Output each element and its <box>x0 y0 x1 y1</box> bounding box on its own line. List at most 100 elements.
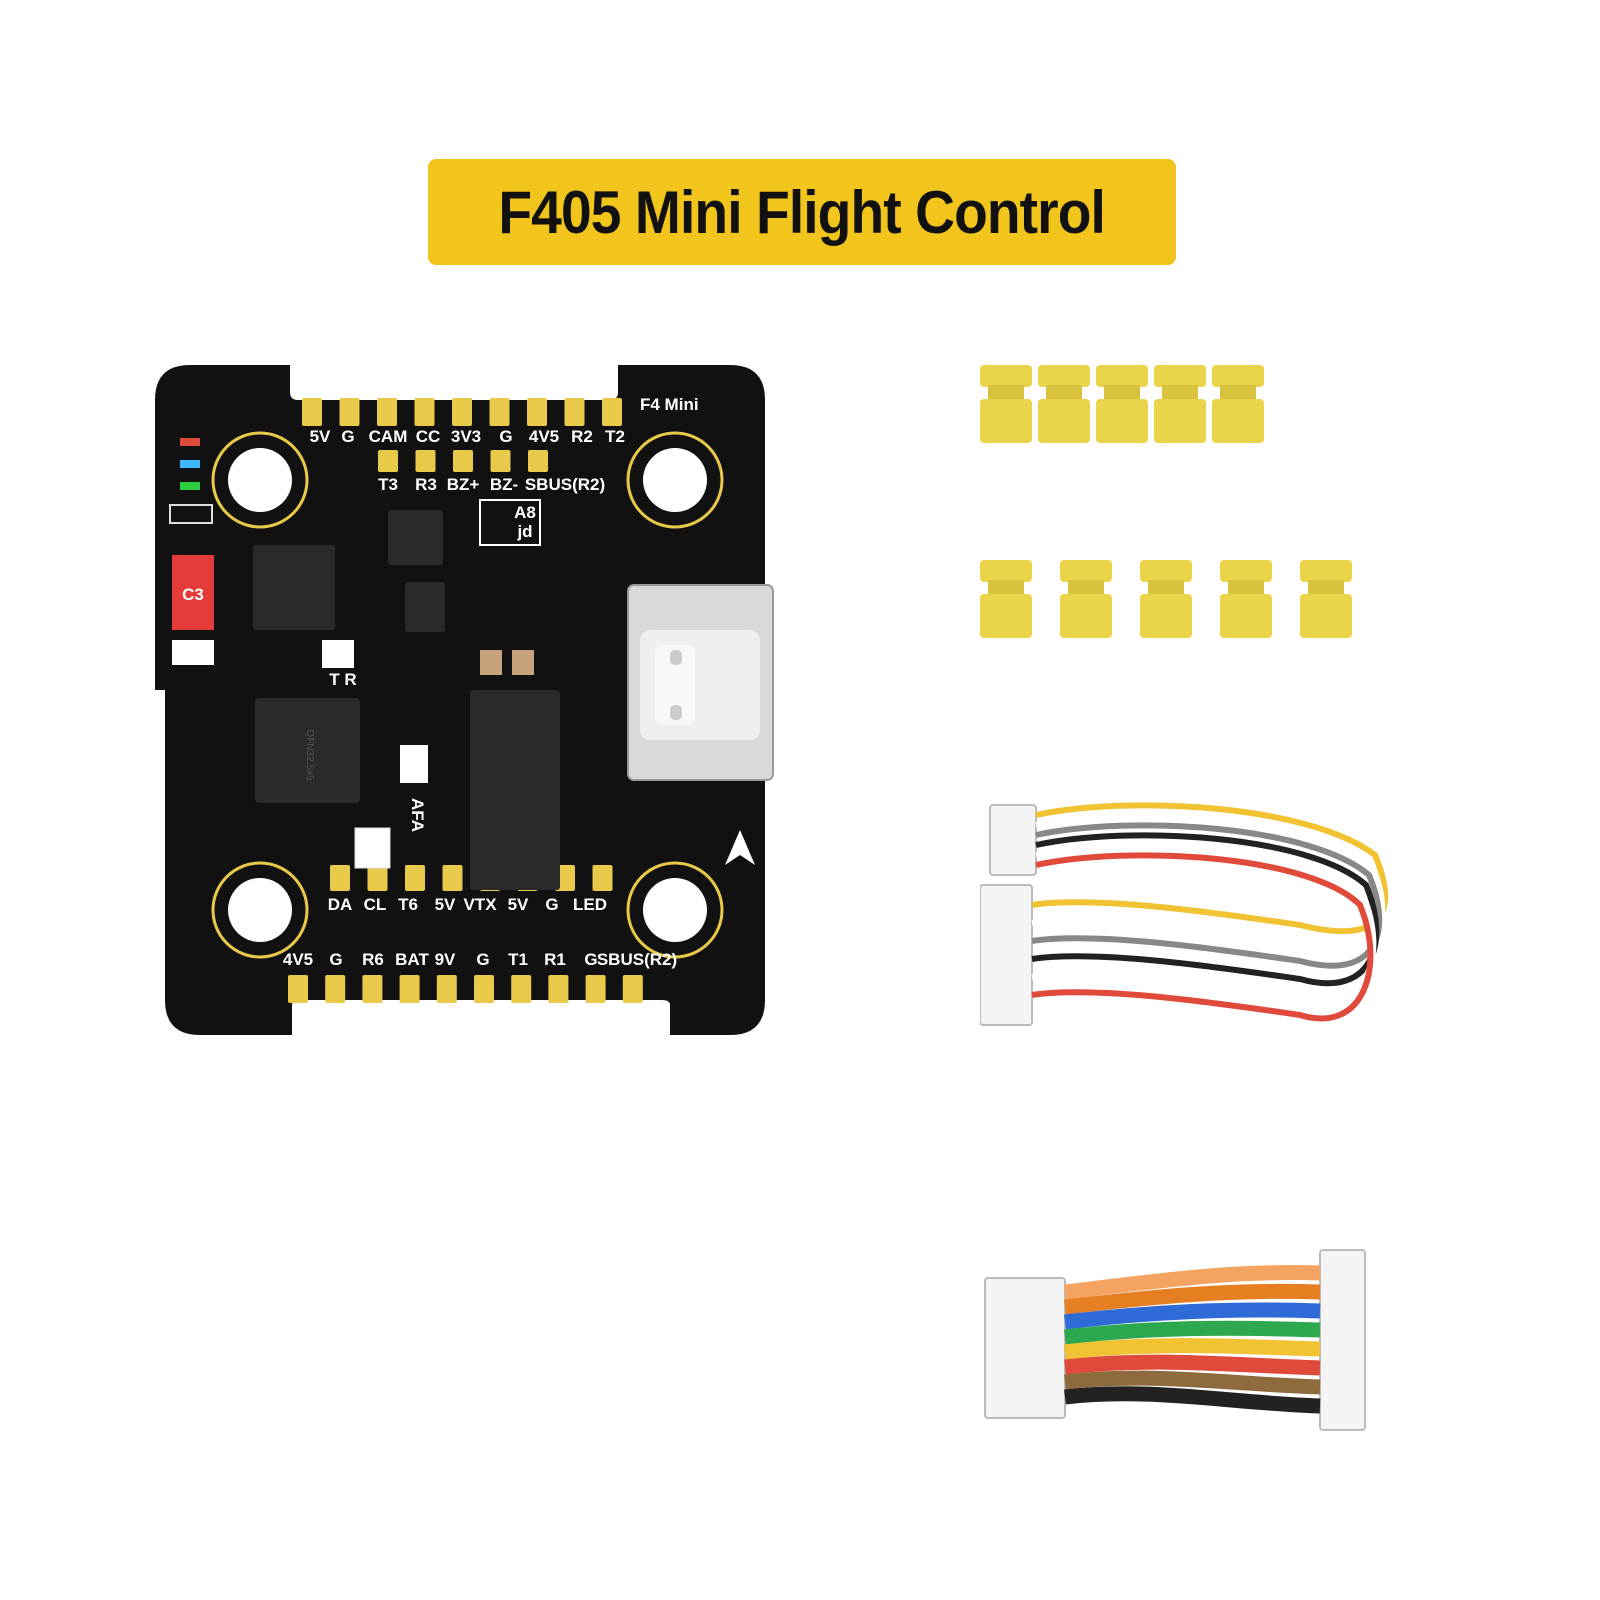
damper <box>1140 560 1192 582</box>
direction-arrow <box>725 830 755 865</box>
solder-pad <box>602 398 622 426</box>
top-pad-row <box>302 398 622 426</box>
afa-label: AFA <box>408 798 427 832</box>
solder-pad <box>453 450 473 472</box>
damper <box>1096 365 1148 387</box>
wire <box>1031 802 1389 935</box>
imu-mark: QFN32.5x5 <box>304 729 315 781</box>
solder-pad <box>548 975 569 1003</box>
solder-pad <box>490 450 511 472</box>
solder-pad <box>442 865 463 891</box>
pad-label: R3 <box>415 475 437 494</box>
c3-component <box>172 555 214 630</box>
chip-mark-line2: jd <box>516 522 532 541</box>
wire <box>1031 852 1374 1022</box>
solder-pad <box>474 975 494 1003</box>
pad-label: 9V <box>435 950 456 969</box>
pad-label: G <box>545 895 558 914</box>
pad-label: T3 <box>378 475 398 494</box>
pad-label: DA <box>328 895 353 914</box>
c3-label: C3 <box>182 585 204 604</box>
solder-pad <box>302 398 322 426</box>
pad-label: 5V <box>508 895 529 914</box>
page-title: F405 Mini Flight Control <box>498 178 1106 246</box>
pad-label: SBUS(R2) <box>525 475 605 494</box>
pad-label: BZ- <box>490 475 518 494</box>
pad-label: G <box>476 950 489 969</box>
solder-pad <box>527 398 547 426</box>
ribbon-wire <box>1064 1354 1321 1376</box>
pad-label: 4V5 <box>283 950 313 969</box>
accessories <box>980 365 1389 1431</box>
solder-pad <box>452 398 472 426</box>
solder-pad <box>362 975 383 1003</box>
pad-label: 5V <box>310 427 331 446</box>
pad-label: T6 <box>398 895 418 914</box>
damper <box>1154 365 1206 387</box>
pad-label: R1 <box>544 950 566 969</box>
solder-pad <box>288 975 308 1003</box>
damper-row-1 <box>980 365 1264 443</box>
pad-label: BZ+ <box>447 475 480 494</box>
pad-label: 5V <box>435 895 456 914</box>
tr-label: T R <box>329 670 356 689</box>
damper-row-2 <box>980 560 1352 638</box>
pad-label: 4V5 <box>529 427 559 446</box>
solder-pad <box>325 975 346 1003</box>
solder-pad <box>415 450 436 472</box>
solder-pad <box>564 398 585 426</box>
solder-pad <box>528 450 548 472</box>
pad-label: R6 <box>362 950 384 969</box>
pad-label: SBUS(R2) <box>597 950 677 969</box>
damper <box>980 365 1032 387</box>
bottom-pad-row-2 <box>288 975 643 1003</box>
solder-pad <box>405 865 425 891</box>
ribbon-wire <box>1064 1370 1321 1395</box>
solder-pad <box>399 975 420 1003</box>
solder-pad <box>339 398 360 426</box>
usb-c-port <box>627 584 774 781</box>
pad-label: BAT <box>395 950 429 969</box>
damper <box>1038 365 1090 387</box>
title-banner: F405 Mini Flight Control <box>428 159 1176 265</box>
solder-pad <box>592 865 613 891</box>
led-green <box>180 482 200 490</box>
chip-3 <box>405 582 445 632</box>
damper <box>1212 365 1264 387</box>
pad-label: G <box>584 950 597 969</box>
pad-label: G <box>329 950 342 969</box>
pad-label: G <box>499 427 512 446</box>
damper <box>1300 560 1352 582</box>
led-blue <box>180 460 200 468</box>
chip-mark-line1: A8 <box>514 503 536 522</box>
damper <box>1220 560 1272 582</box>
solder-pad <box>511 975 532 1003</box>
pad-label: T2 <box>605 427 625 446</box>
ribbon-wire <box>1064 1302 1321 1330</box>
pad-label: T1 <box>508 950 528 969</box>
chip-2 <box>388 510 443 565</box>
top-pad-row-2 <box>378 450 548 472</box>
ribbon-wire <box>1064 1283 1321 1315</box>
ribbon-wire <box>1064 1386 1321 1414</box>
pad-label: CAM <box>369 427 408 446</box>
damper <box>1060 560 1112 582</box>
solder-pad <box>585 975 606 1003</box>
board-name: F4 Mini <box>640 395 699 414</box>
cable-8pin <box>984 1249 1366 1431</box>
pad-label: 3V3 <box>451 427 481 446</box>
pad-label: LED <box>573 895 607 914</box>
top-label-row-2: T3 R3 BZ+ BZ- SBUS(R2) <box>378 475 605 494</box>
solder-pad <box>414 398 435 426</box>
ribbon-wire <box>1064 1265 1321 1300</box>
mount-holes <box>211 431 724 959</box>
damper <box>980 560 1032 582</box>
chip-1 <box>253 545 335 630</box>
solder-pad <box>622 975 643 1003</box>
solder-pad <box>378 450 398 472</box>
led-red <box>180 438 200 446</box>
